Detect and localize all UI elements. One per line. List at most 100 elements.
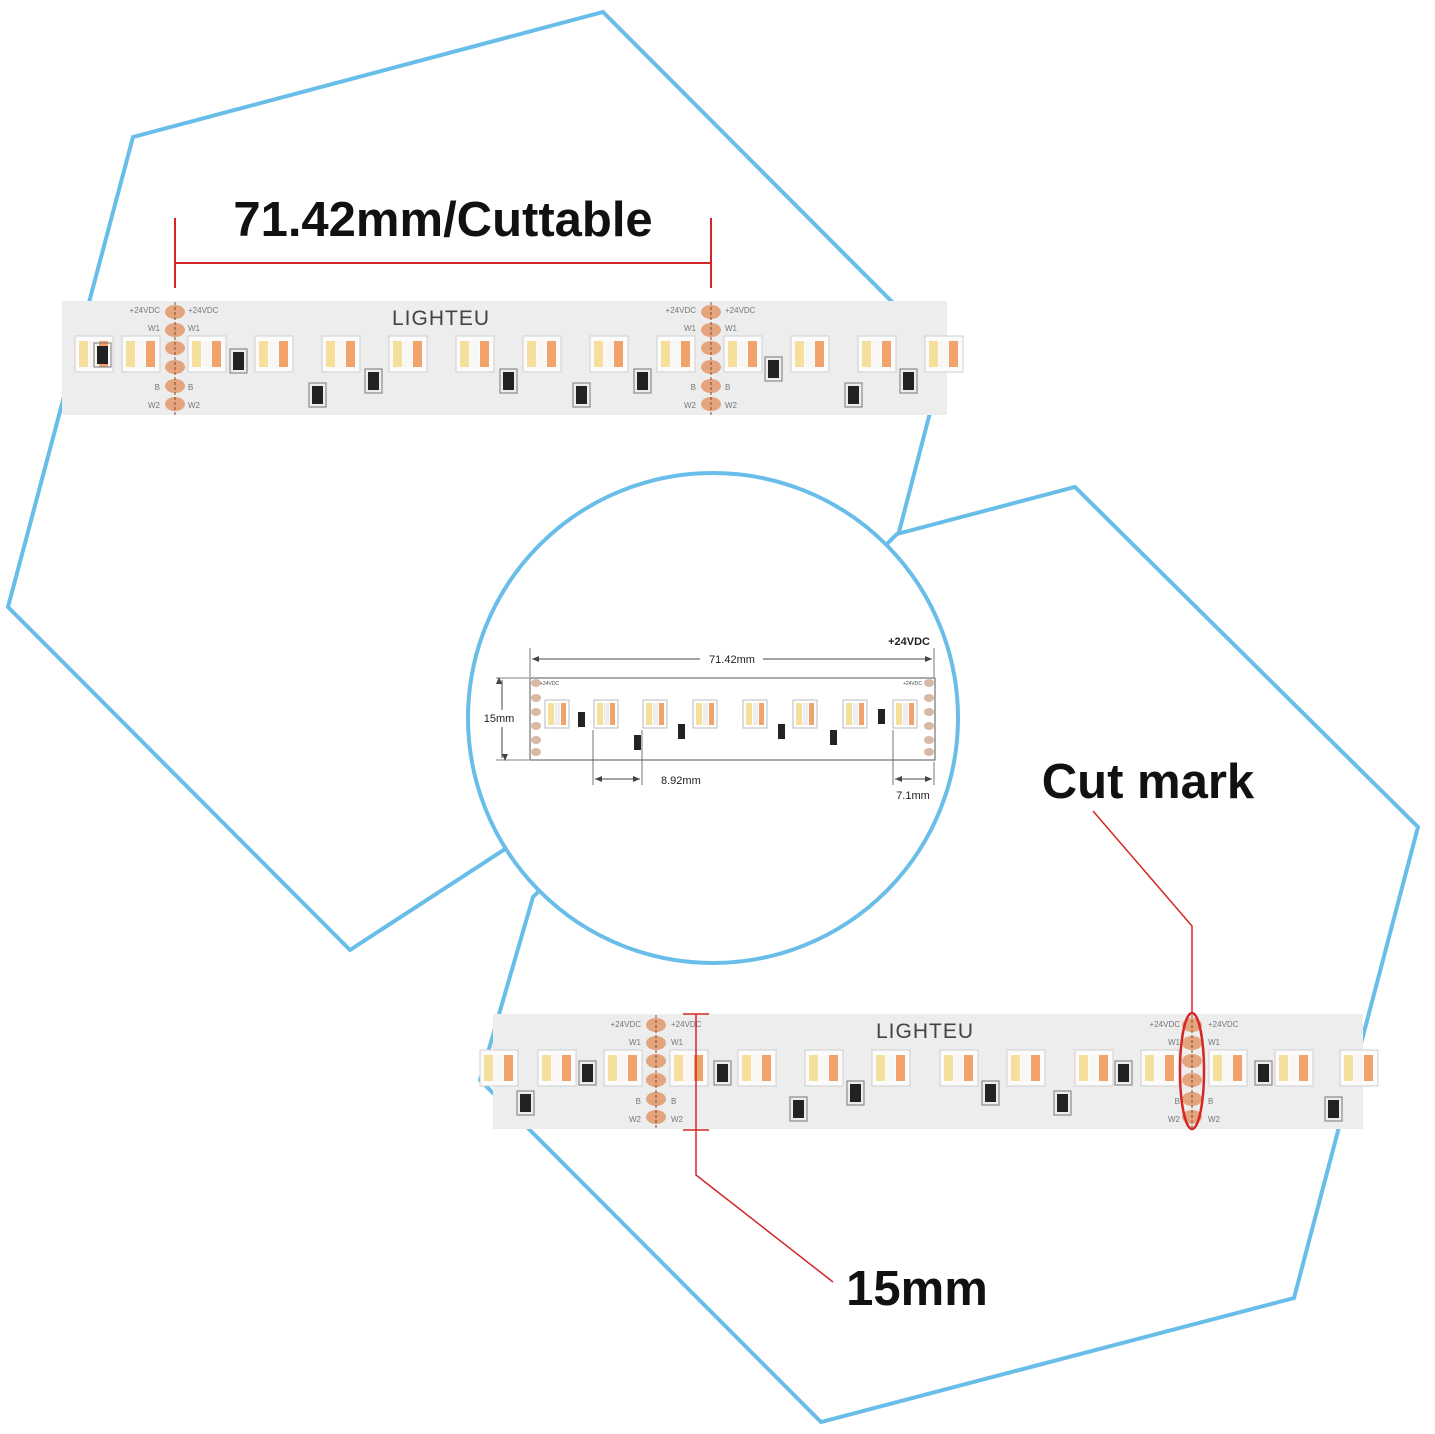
mini-pad-right-1 (924, 679, 934, 687)
top-pad2-label-right-4: W2 (725, 401, 738, 410)
top-led-13-chip-1 (862, 341, 871, 367)
top-pads-right-pad-5 (701, 379, 721, 393)
top-led-12-chip-1 (795, 341, 804, 367)
bottom-led-2-chip-1 (542, 1055, 551, 1081)
bottom-resistor-9 (1254, 1060, 1273, 1086)
top-pad-label-left-3: B (155, 383, 160, 392)
top-resistor-8-outline (764, 356, 783, 382)
top-pad-label-left-2: W1 (148, 324, 161, 333)
bottom-led-1-chip-2 (494, 1055, 503, 1081)
top-led-3 (187, 335, 227, 373)
bottom-led-6-chip-1 (809, 1055, 818, 1081)
mini-led-5-chip-2 (753, 703, 758, 725)
pitch-label: 8.92mm (661, 775, 701, 787)
top-led-4-chip-1 (259, 341, 268, 367)
bottom-resistor-3 (713, 1060, 732, 1086)
top-led-8-chip-1 (527, 341, 536, 367)
bottom-led-6 (804, 1049, 844, 1087)
width-callout-label: 15mm (846, 1262, 988, 1316)
bottom-resistor-9-body (1258, 1064, 1269, 1082)
top-resistor-9-body (848, 386, 859, 404)
top-resistor-3-body (312, 386, 323, 404)
top-pad-label-right-4: W2 (188, 401, 201, 410)
top-resistor-10-body (903, 372, 914, 390)
bottom-resistor-8 (1114, 1060, 1133, 1086)
mini-resistor-1 (578, 712, 585, 727)
bottom-led-8-chip-2 (954, 1055, 963, 1081)
bottom-led-12-chip-2 (1223, 1055, 1232, 1081)
top-led-8 (522, 335, 562, 373)
bottom-led-6-chip-3 (829, 1055, 838, 1081)
mini-led-5-chip-3 (759, 703, 764, 725)
top-led-11 (723, 335, 763, 373)
width-label: 15mm (484, 713, 515, 725)
bot-pad2-label-right-3: B (1208, 1097, 1213, 1106)
top-resistor-6 (572, 382, 591, 408)
width-leader-line (695, 1130, 834, 1283)
bottom-led-6-chip-2 (819, 1055, 828, 1081)
bot-pad2-label-left-2: W1 (1168, 1038, 1181, 1047)
bottom-resistor-4-outline (789, 1096, 808, 1122)
top-resistor-2-outline (229, 348, 248, 374)
bottom-led-1-chip-3 (504, 1055, 513, 1081)
mini-pad-label-right: +24VDC (903, 681, 922, 687)
bottom-led-4-chip-1 (674, 1055, 683, 1081)
top-led-6-chip-3 (413, 341, 422, 367)
mini-resistor-2 (634, 735, 641, 750)
top-resistor-1-outline (93, 342, 112, 368)
bot-pad-label-right-1: +24VDC (671, 1020, 702, 1029)
bottom-led-10-chip-3 (1099, 1055, 1108, 1081)
bottom-led-8-chip-3 (964, 1055, 973, 1081)
bottom-led-3-chip-1 (608, 1055, 617, 1081)
mini-led-6-chip-1 (796, 703, 802, 725)
top-resistor-8-body (768, 360, 779, 378)
bottom-led-4-chip-3 (694, 1055, 703, 1081)
top-resistor-3-outline (308, 382, 327, 408)
bottom-strip-brand: LIGHTEU (876, 1020, 974, 1043)
bottom-led-7-chip-3 (896, 1055, 905, 1081)
mini-pad-left-5 (531, 736, 541, 744)
bottom-resistor-6-body (985, 1084, 996, 1102)
mini-pad-left-3 (531, 708, 541, 716)
bottom-led-9-chip-2 (1021, 1055, 1030, 1081)
top-led-6 (388, 335, 428, 373)
mini-led-5 (742, 699, 768, 729)
top-led-3-chip-3 (212, 341, 221, 367)
bottom-resistor-8-outline (1114, 1060, 1133, 1086)
top-led-5 (321, 335, 361, 373)
top-led-5-chip-1 (326, 341, 335, 367)
bot-pad-label-left-2: W1 (629, 1038, 642, 1047)
top-resistor-1-body (97, 346, 108, 364)
length-label: 71.42mm (709, 654, 755, 666)
bottom-resistor-3-outline (713, 1060, 732, 1086)
top-led-12-chip-3 (815, 341, 824, 367)
top-led-14-chip-2 (939, 341, 948, 367)
top-led-10-chip-1 (661, 341, 670, 367)
mini-pad-left-2 (531, 694, 541, 702)
bot-pad2-label-left-4: W2 (1168, 1115, 1181, 1124)
bottom-led-8 (939, 1049, 979, 1087)
top-led-6-chip-1 (393, 341, 402, 367)
top-resistor-4 (364, 368, 383, 394)
top-resistor-9 (844, 382, 863, 408)
bot-pad-label-right-4: W2 (671, 1115, 684, 1124)
mini-led-6 (792, 699, 818, 729)
bottom-resistor-2-body (582, 1064, 593, 1082)
bottom-led-5-chip-3 (762, 1055, 771, 1081)
top-resistor-4-body (368, 372, 379, 390)
bottom-strip-components (479, 1015, 1379, 1129)
top-pad-label-left-4: W2 (148, 401, 161, 410)
top-led-1-chip-1 (79, 341, 88, 367)
bottom-resistor-2-outline (578, 1060, 597, 1086)
bottom-led-13-chip-1 (1279, 1055, 1288, 1081)
bottom-resistor-7-outline (1053, 1090, 1072, 1116)
mini-led-3 (642, 699, 668, 729)
bot-pad2-label-right-1: +24VDC (1208, 1020, 1239, 1029)
mini-led-4-chip-3 (709, 703, 714, 725)
top-pad-label-right-2: W1 (188, 324, 201, 333)
bot-pad2-label-right-4: W2 (1208, 1115, 1221, 1124)
top-resistor-9-outline (844, 382, 863, 408)
top-led-5-chip-3 (346, 341, 355, 367)
top-resistor-2 (229, 348, 248, 374)
